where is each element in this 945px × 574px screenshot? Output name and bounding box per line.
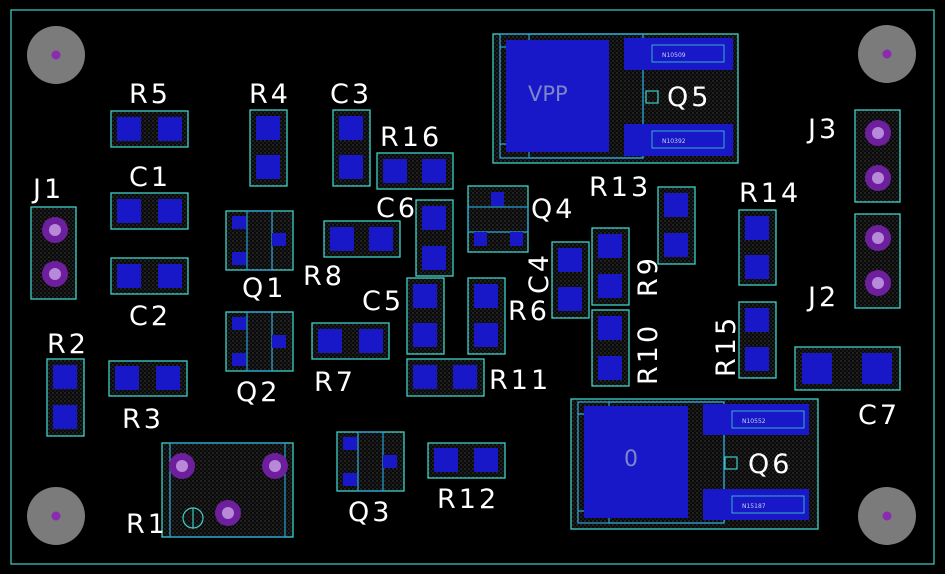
component-r3[interactable]: R3 [108, 360, 188, 435]
component-c7[interactable]: C7 [794, 346, 901, 431]
c4-label: C4 [524, 252, 555, 294]
r6-label: R6 [508, 296, 550, 327]
r12-label: R12 [437, 484, 499, 515]
component-r11[interactable]: R11 [406, 358, 551, 397]
component-r12[interactable]: R12 [427, 442, 506, 515]
c5-label: C5 [362, 286, 404, 317]
q1-label: Q1 [242, 273, 286, 304]
component-r2[interactable]: R2 [46, 329, 89, 437]
r13-label: R13 [589, 172, 651, 203]
component-r13[interactable]: R13 [589, 172, 696, 265]
r5-label: R5 [129, 79, 171, 110]
mounting-hole-bottom-right [858, 487, 916, 545]
q6-pin-top-net: N10552 [742, 418, 766, 425]
connector-j2[interactable]: J2 [806, 213, 901, 313]
transistor-q3[interactable]: Q3 [336, 431, 405, 528]
r8-label: R8 [303, 261, 345, 292]
component-r1-trimmer[interactable]: R1 [126, 442, 294, 540]
component-c1[interactable]: C1 [110, 162, 189, 230]
component-r5[interactable]: R5 [110, 79, 189, 148]
component-c4[interactable]: C4 [524, 241, 590, 319]
component-r4[interactable]: R4 [249, 79, 291, 187]
q5-tab-net: VPP [528, 82, 568, 106]
j1-label: J1 [31, 174, 64, 205]
q6-label: Q6 [748, 449, 792, 480]
c6-label: C6 [376, 193, 418, 224]
transistor-q2[interactable]: Q2 [225, 311, 294, 408]
j2-label: J2 [806, 282, 839, 313]
r3-label: R3 [122, 404, 164, 435]
transistor-q5[interactable]: VPP N10509 N10392 Q5 [492, 33, 739, 164]
component-r14[interactable]: R14 [738, 178, 801, 286]
mounting-hole-top-right [858, 25, 916, 83]
r2-label: R2 [47, 329, 89, 360]
q5-pin-bottom-net: N10392 [662, 138, 686, 145]
r1-label: R1 [126, 509, 168, 540]
component-r7[interactable]: R7 [311, 322, 390, 398]
c1-label: C1 [129, 162, 171, 193]
r4-label: R4 [249, 79, 291, 110]
r16-label: R16 [380, 122, 442, 153]
r10-label: R10 [633, 323, 664, 385]
q6-pin-bottom-net: N15187 [742, 503, 766, 510]
component-c5[interactable]: C5 [362, 277, 445, 355]
q5-pin-top-net: N10509 [662, 52, 686, 59]
component-c6[interactable]: C6 [376, 193, 454, 277]
mounting-hole-top-left [27, 26, 85, 84]
r7-label: R7 [314, 367, 356, 398]
board-outline [10, 9, 935, 565]
r15-label: R15 [711, 315, 742, 377]
transistor-q6[interactable]: 0 N10552 N15187 Q6 [570, 398, 819, 530]
c7-label: C7 [858, 400, 900, 431]
component-r10[interactable]: R10 [591, 309, 664, 387]
transistor-q4[interactable]: Q4 [467, 185, 575, 253]
component-r15[interactable]: R15 [711, 301, 777, 379]
r11-label: R11 [489, 365, 551, 396]
c2-label: C2 [129, 301, 171, 332]
q5-label: Q5 [667, 82, 711, 113]
component-c2[interactable]: C2 [110, 257, 189, 332]
connector-j3[interactable]: J3 [806, 109, 901, 203]
c3-label: C3 [330, 79, 372, 110]
j3-label: J3 [806, 114, 839, 145]
component-c3[interactable]: C3 [330, 79, 372, 187]
q6-tab-net: 0 [624, 447, 638, 472]
q2-label: Q2 [236, 377, 280, 408]
mounting-hole-bottom-left [27, 487, 85, 545]
component-r8[interactable]: R8 [303, 220, 401, 292]
q3-label: Q3 [348, 497, 392, 528]
transistor-q1[interactable]: Q1 [225, 210, 294, 304]
connector-j1[interactable]: J1 [30, 174, 77, 300]
component-r16[interactable]: R16 [376, 122, 454, 190]
q4-label: Q4 [531, 194, 575, 225]
r14-label: R14 [739, 178, 801, 209]
component-r6[interactable]: R6 [467, 277, 550, 355]
